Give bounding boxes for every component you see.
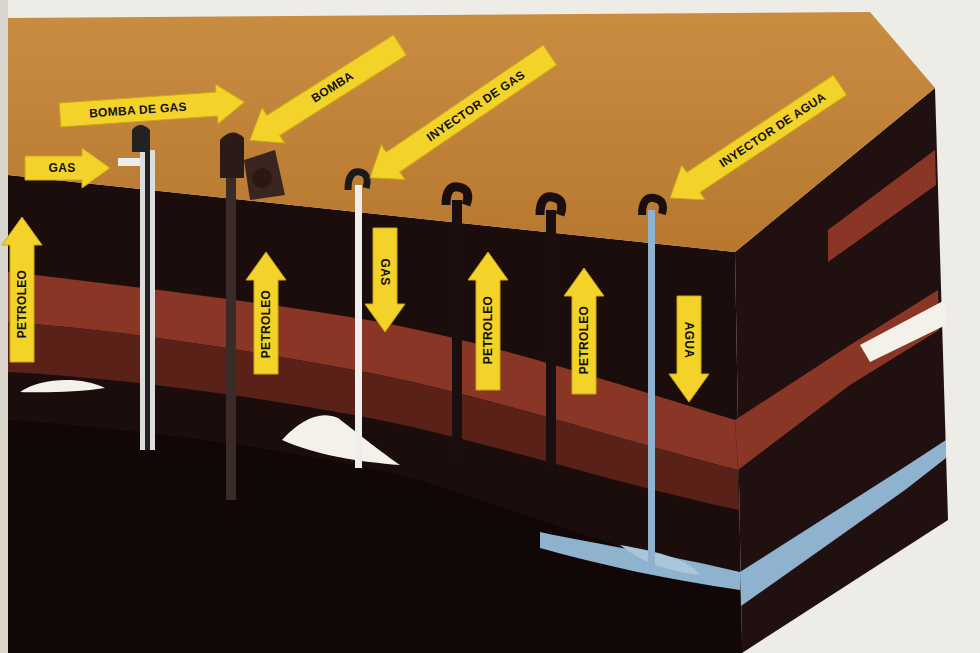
water-layer	[740, 440, 946, 606]
arrow-label: PETROLEO	[578, 306, 590, 374]
production-well	[540, 197, 562, 465]
water-injector-well	[642, 198, 663, 565]
production-well	[446, 187, 468, 462]
callout-arrows	[2, 27, 852, 402]
gas-pump-well	[118, 125, 155, 450]
gas-injector-well	[348, 172, 367, 468]
gas-pocket	[860, 300, 946, 362]
water-layer	[540, 532, 740, 590]
arrow-label: AGUA	[683, 322, 695, 359]
arrow-label: PETROLEO	[482, 296, 494, 364]
rock-stratum	[828, 150, 936, 262]
rock-stratum	[735, 290, 939, 470]
page-edge	[0, 0, 8, 653]
water-layer	[620, 545, 700, 575]
arrow-label: PETROLEO	[16, 270, 28, 338]
gas-pocket	[20, 380, 105, 392]
gas-pocket	[282, 415, 400, 465]
arrow-label: PETROLEO	[260, 290, 272, 358]
pump-well	[220, 132, 285, 500]
front-face	[8, 175, 742, 653]
arrow-label: GAS	[379, 259, 391, 286]
arrow-label: GAS	[49, 162, 76, 174]
